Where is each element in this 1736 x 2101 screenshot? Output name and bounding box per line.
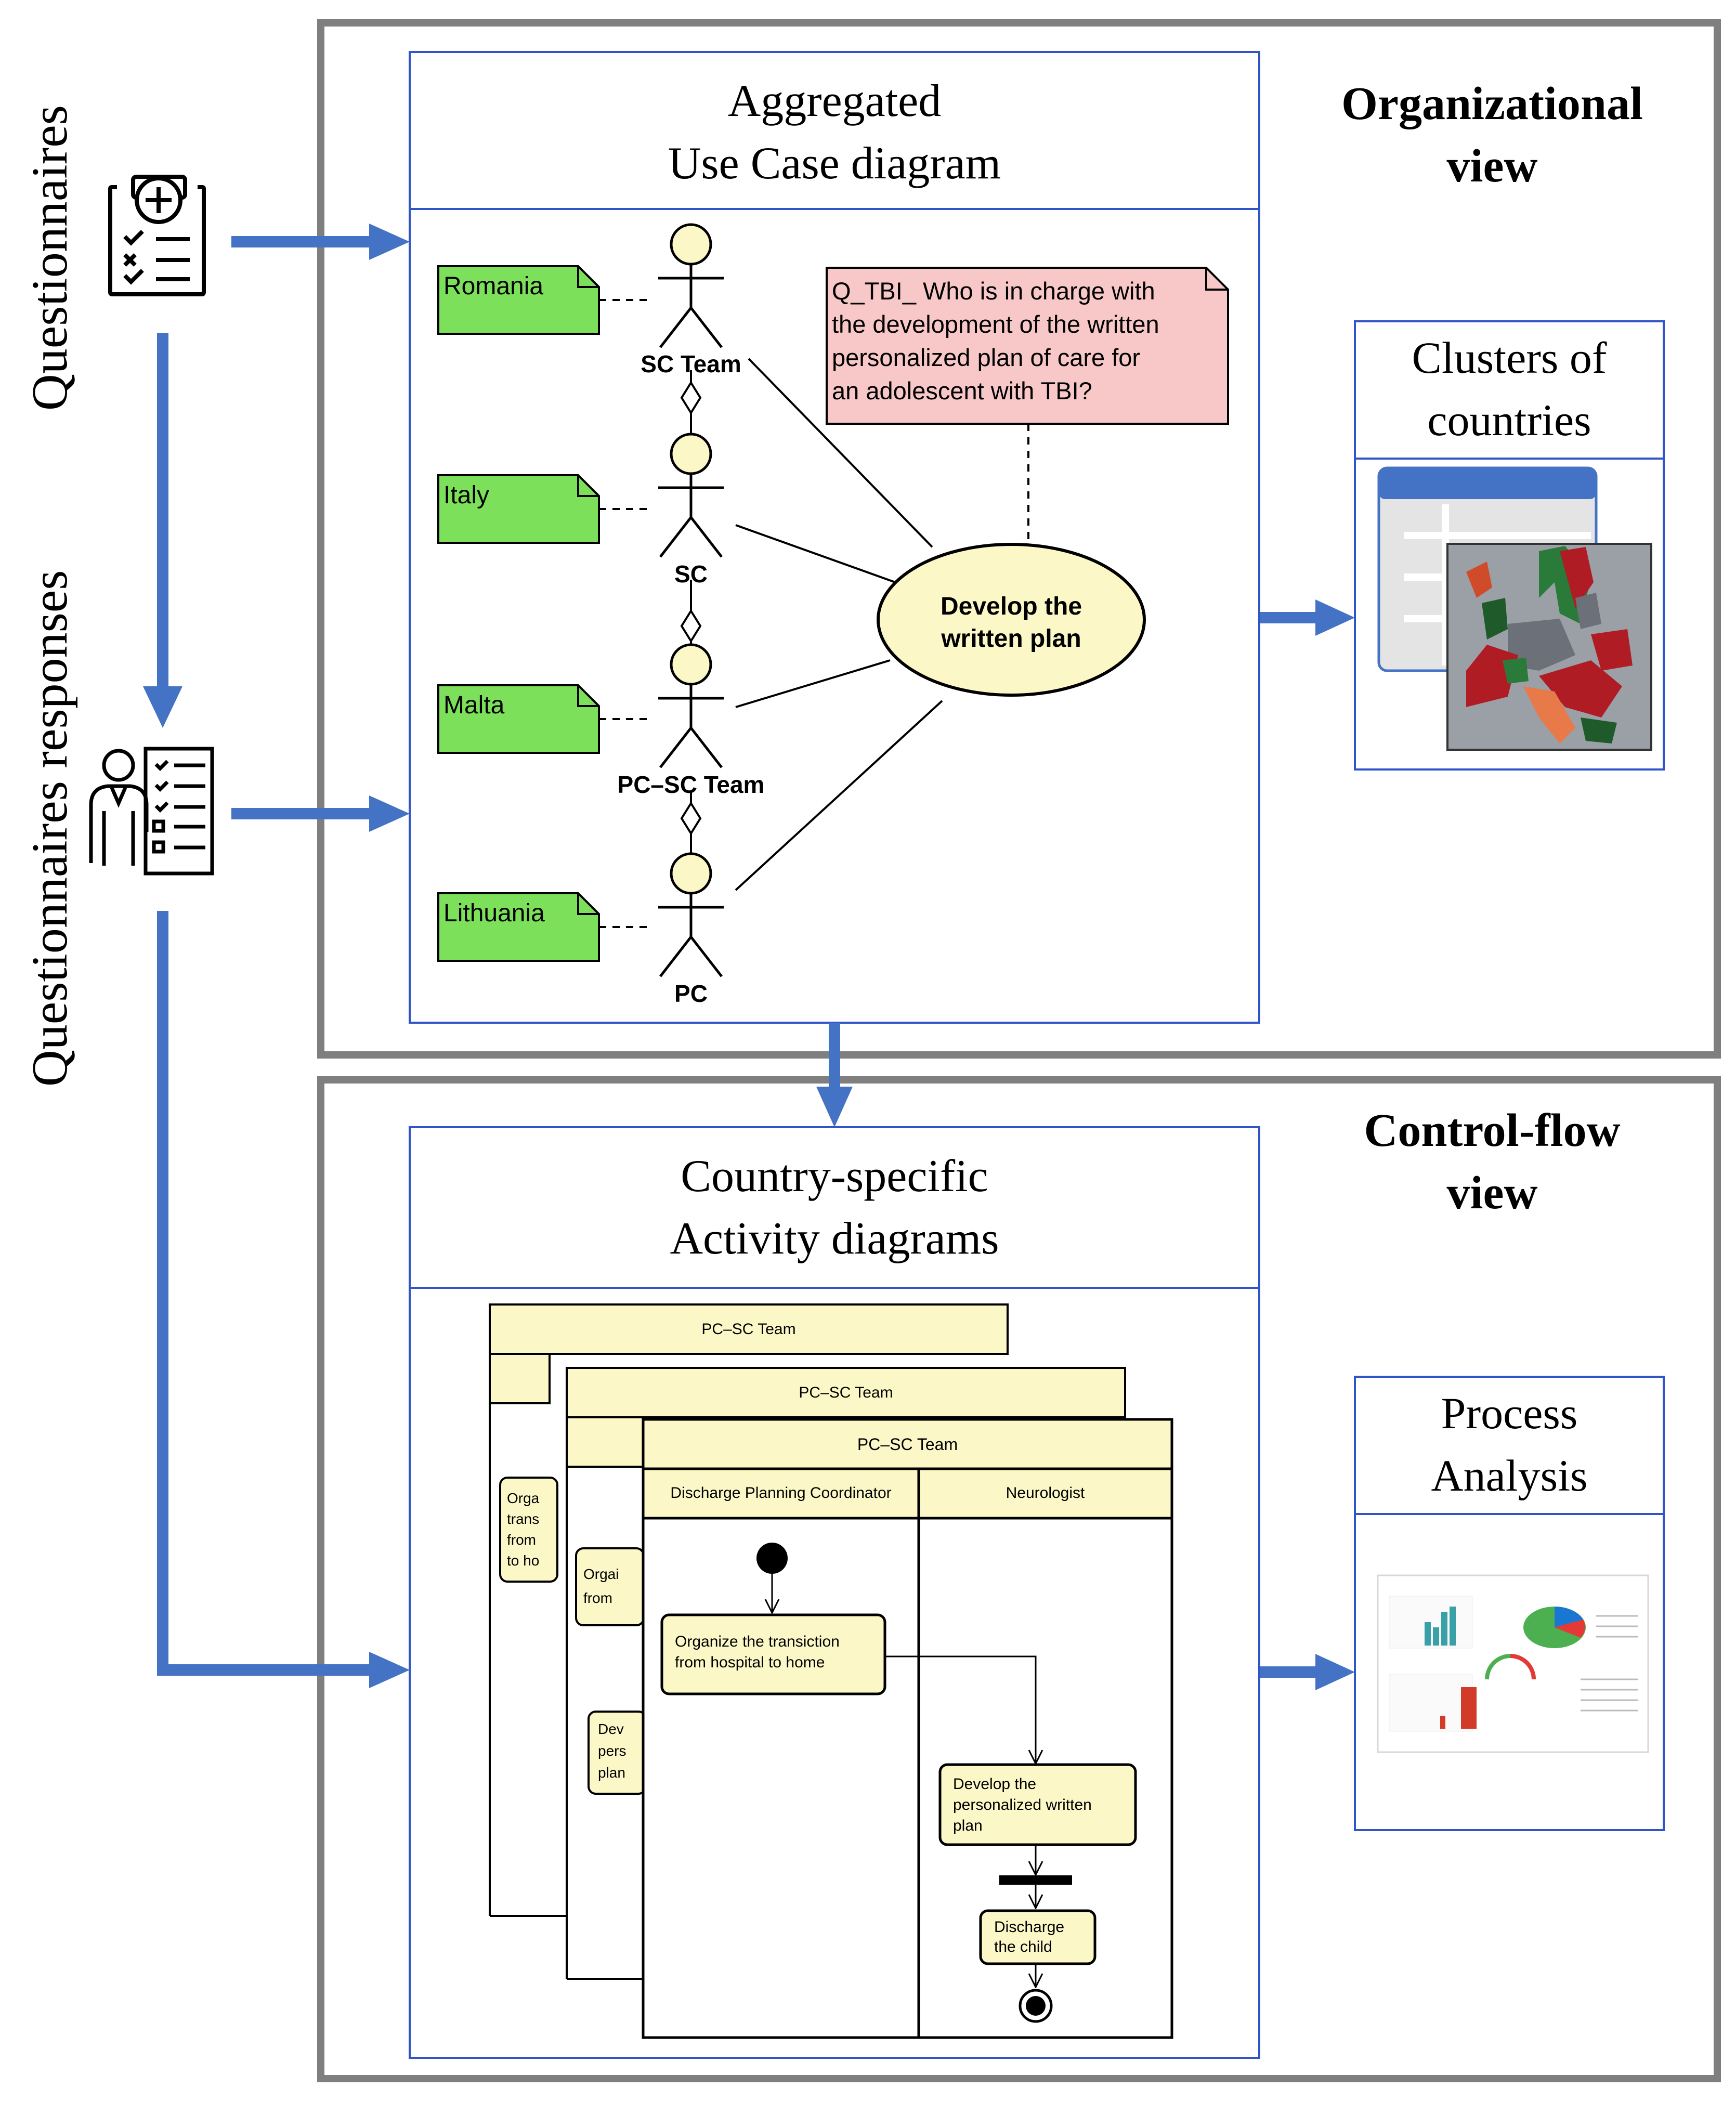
lane-label-discharge-planning-coordinator: Discharge Planning Coordinator: [670, 1484, 892, 1502]
actor-label-pc-sc-team: PC–SC Team: [617, 771, 765, 798]
country-note-romania: Romania: [443, 272, 544, 300]
use-case-label: Develop the written plan: [940, 593, 1082, 653]
control-flow-view-frame: [317, 1076, 1721, 2082]
pool-label: PC–SC Team: [857, 1435, 958, 1454]
questionnaires-label: Questionnaires: [22, 105, 78, 411]
country-note-lithuania: Lithuania: [443, 899, 545, 927]
flow-arrowheads: [143, 224, 1355, 1690]
back-action-fragment-3: Dev pers plan: [598, 1721, 626, 1781]
back-pool-label-1: PC–SC Team: [701, 1321, 796, 1338]
country-note-italy: Italy: [443, 481, 490, 509]
organizational-view-frame: [317, 19, 1721, 1059]
action-discharge-box: [979, 1909, 1097, 1965]
flow-arrows: [157, 236, 1322, 1678]
country-notes: [437, 265, 600, 962]
back-action-fragment-1: Orga trans from to ho: [507, 1490, 540, 1569]
final-node-inner: [1026, 1996, 1046, 2016]
association-lines: [735, 358, 943, 891]
process-analysis-title: Process Analysis: [1431, 1388, 1588, 1500]
action-develop-box: [938, 1763, 1137, 1846]
fork-bar: [999, 1875, 1072, 1885]
question-note-text: Q_TBI_ Who is in charge with the develop…: [832, 277, 1159, 404]
note-connectors: [599, 299, 1029, 928]
back-pool-label-2: PC–SC Team: [799, 1384, 893, 1401]
clusters-title: Clusters of countries: [1412, 333, 1607, 445]
actor-label-sc-team: SC Team: [641, 350, 741, 377]
use-case-ellipse: [877, 543, 1146, 697]
activity-back-page-1: [489, 1303, 1009, 1917]
initial-node: [756, 1543, 788, 1574]
organizational-view-title: Organizational view: [1341, 78, 1643, 192]
back-action-fragment-2: Orgai from: [583, 1566, 619, 1606]
aggregation-links: [680, 370, 702, 854]
lane-label-neurologist: Neurologist: [1006, 1484, 1085, 1502]
questionnaire-responses-icon: [89, 747, 214, 876]
control-flow-view-title: Control-flow view: [1364, 1105, 1621, 1219]
action-organize-label: Organize the transiction from hospital t…: [675, 1633, 840, 1671]
actor-label-sc: SC: [674, 560, 708, 588]
activity-flow: [772, 1573, 1036, 1987]
activity-diagrams-title: Country-specific Activity diagrams: [670, 1151, 999, 1264]
action-discharge-label: Discharge the child: [994, 1919, 1065, 1955]
activity-back-page-2: [566, 1367, 1126, 1980]
actor-label-pc: PC: [674, 980, 708, 1007]
questionnaire-responses-label: Questionnaires responses: [22, 570, 78, 1087]
questionnaire-icon: [108, 175, 206, 296]
clusters-thumbnail: [1377, 466, 1652, 751]
action-develop-label: Develop the personalized written plan: [953, 1776, 1092, 1834]
use-case-diagram-title: Aggregated Use Case diagram: [668, 76, 1001, 189]
country-note-malta: Malta: [443, 691, 505, 719]
process-dashboard-thumbnail: [1377, 1574, 1649, 1753]
action-organize-box: [660, 1613, 886, 1695]
question-note-shape: [826, 267, 1229, 425]
